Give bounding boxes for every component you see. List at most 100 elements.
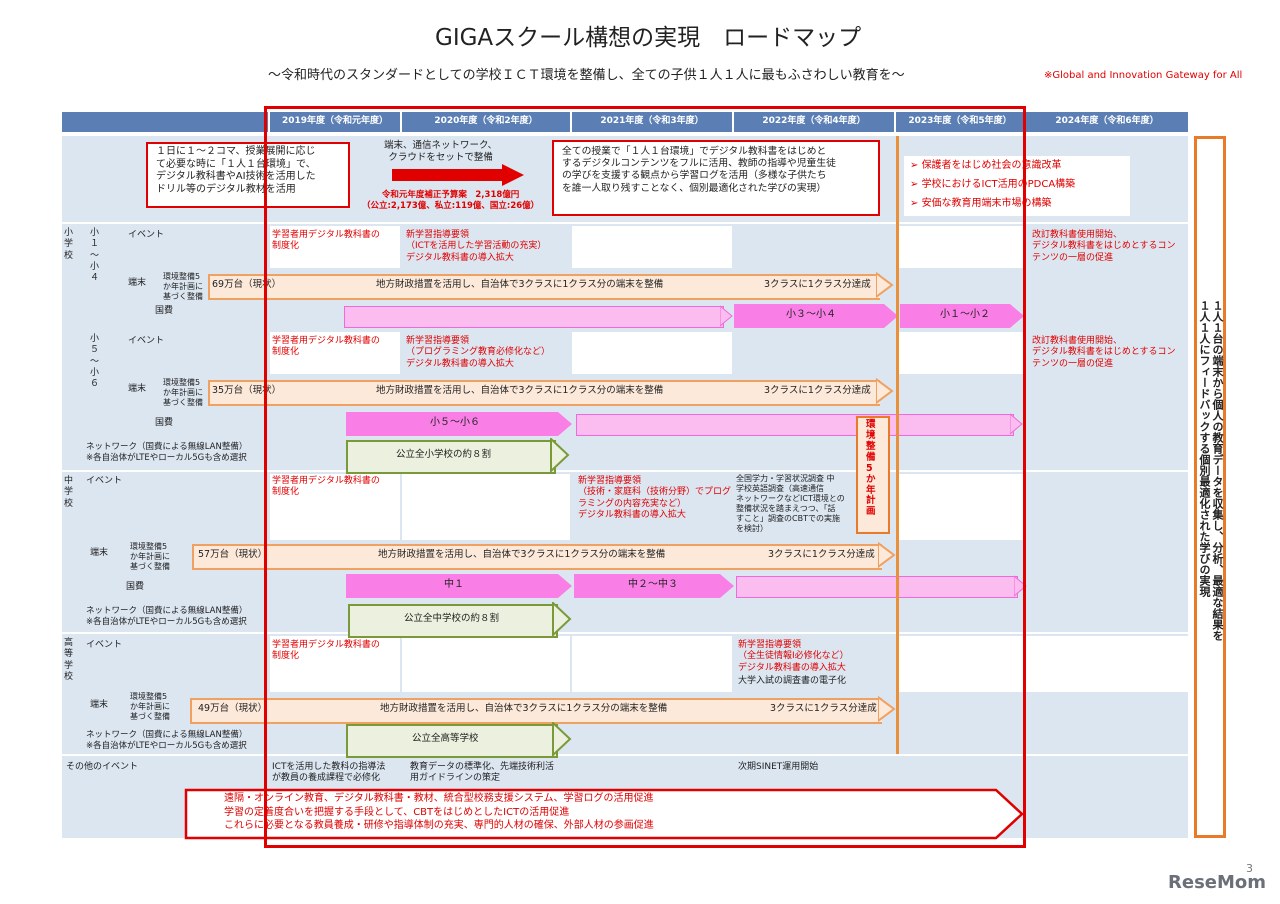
year-2022: 2022年度（令和4年度） [734, 112, 894, 132]
kokuhi-arrow-s12 [900, 304, 1010, 328]
kokuhi-arrow-head [720, 305, 733, 327]
bottom-arrow-box [184, 788, 1024, 840]
label-plan: 環境整備5 か年計画に 基づく整備 [163, 272, 203, 301]
kokuhi-arrow-head [720, 574, 734, 598]
grid-cell [896, 636, 1024, 692]
grid-cell [572, 636, 732, 692]
grid-cell [896, 474, 1024, 540]
label-plan: 環境整備5 か年計画に 基づく整備 [130, 692, 170, 721]
network-elem-text: 公立全小学校の約８割 [396, 449, 492, 460]
page-title: GIGAスクール構想の実現 ロードマップ [435, 25, 862, 51]
device-achieve: 3クラスに1クラス分達成 [764, 385, 871, 396]
grid-cell [896, 226, 1024, 268]
side-box [1194, 136, 1226, 838]
event-revise: 改訂教科書使用開始、 デジタル教科書をはじめとするコン テンツの一層の促進 [1032, 230, 1176, 263]
label-event: イベント [128, 230, 165, 240]
event-e14-2020: 新学習指導要領 （ICTを活用した学習活動の充実） デジタル教科書の導入拡大 [406, 230, 547, 263]
bottom-text: 遠隔・オンライン教育、デジタル教科書・教材、統合型校務支援システム、学習ログの活… [224, 793, 654, 831]
network-elem [346, 440, 556, 474]
event-revise-2: 改訂教科書使用開始、 デジタル教科書をはじめとするコン テンツの一層の促進 [1032, 336, 1176, 369]
year-2020: 2020年度（令和2年度） [402, 112, 570, 132]
device-achieve: 3クラスに1クラス分達成 [764, 279, 871, 290]
grid-cell [270, 474, 400, 540]
kokuhi-arrow-head [558, 574, 572, 598]
device-local: 地方財政措置を活用し、自治体で3クラスに1クラス分の端末を整備 [380, 703, 668, 714]
network-arrow-head [552, 602, 572, 636]
device-now: 35万台（現状） [212, 385, 282, 396]
grid-cell [572, 332, 732, 374]
top-box2-text: 全ての授業で「１人１台環境」でデジタル教科書をはじめと するデジタルコンテンツを… [562, 146, 836, 194]
kokuhi-arrow-head [884, 304, 898, 328]
event-dt: 学習者用デジタル教科書の 制度化 [272, 336, 380, 358]
kankyo-box [856, 416, 890, 534]
device-arrow-e56 [208, 380, 880, 406]
event-dt: 学習者用デジタル教科書の 制度化 [272, 476, 380, 498]
event-e56-2020: 新学習指導要領 （プログラミング教育必修化など） デジタル教科書の導入拡大 [406, 336, 551, 369]
label-network: ネットワーク（国費による無線LAN整備） ※各自治体がLTEやローカル5Gも含め… [86, 442, 248, 463]
grid-cell [402, 474, 570, 540]
resemom-logo: ReseMom [1168, 872, 1267, 893]
label-kokuhi: 国費 [126, 582, 145, 592]
kokuhi-arrow-c23 [574, 574, 720, 598]
label-kokuhi: 国費 [155, 418, 174, 428]
label-event: イベント [86, 640, 123, 650]
device-now: 49万台（現状） [198, 703, 268, 714]
label-elem56: 小 ５ ～ 小 ６ [90, 334, 100, 389]
label-device: 端末 [128, 384, 147, 394]
top-bullet-box [904, 156, 1130, 216]
year-2023: 2023年度（令和5年度） [896, 112, 1024, 132]
grid-cell [572, 226, 732, 268]
device-local: 地方財政措置を活用し、自治体で3クラスに1クラス分の端末を整備 [376, 279, 664, 290]
event-h2022b: 大学入試の調査書の電子化 [738, 676, 847, 686]
grid-cell [402, 636, 570, 692]
label-device: 端末 [128, 278, 147, 288]
top-box2 [552, 140, 880, 216]
event-j2021: 新学習指導要領 （技術・家庭科（技術分野）でプログ ラミングの内容充実など） デ… [578, 476, 732, 520]
kokuhi-s34: 小３～小４ [786, 309, 836, 320]
page-number: 3 [1246, 862, 1253, 875]
kankyo-text: 環 境 整 備 5 か 年 計 画 [866, 419, 876, 518]
event-o2022: 次期SINET運用開始 [738, 762, 819, 772]
year-2024: 2024年度（令和6年度） [1026, 112, 1188, 132]
label-plan: 環境整備5 か年計画に 基づく整備 [163, 378, 203, 407]
device-arrow-h [190, 698, 882, 724]
label-other: その他のイベント [66, 762, 139, 772]
bullet-3: ➢ 安価な教育用端末市場の構築 [910, 198, 1052, 209]
device-arrow-head [878, 696, 896, 722]
label-event: イベント [128, 336, 165, 346]
network-arrow-head [552, 722, 572, 756]
device-local: 地方財政措置を活用し、自治体で3クラスに1クラス分の端末を整備 [378, 549, 666, 560]
grid-cell [270, 226, 400, 268]
budget-text: 令和元年度補正予算案 2,318億円 （公立:2,173億、私立:119億、国立… [362, 190, 540, 211]
device-local: 地方財政措置を活用し、自治体で3クラスに1クラス分の端末を整備 [376, 385, 664, 396]
label-network: ネットワーク（国費による無線LAN整備） ※各自治体がLTEやローカル5Gも含め… [86, 730, 248, 751]
year-2019: 2019年度（令和元年度） [270, 112, 400, 132]
event-h2022: 新学習指導要領 （全生徒情報Ⅰ必修化など） デジタル教科書の導入拡大 [738, 640, 849, 673]
top-arrow-text: 端末、通信ネットワーク、 クラウドをセットで整備 [384, 140, 498, 163]
top-red-arrow [392, 164, 524, 186]
label-junior: 中 学 校 [64, 476, 74, 509]
device-arrow-j [192, 544, 882, 570]
bullet-1: ➢ 保護者をはじめ社会の意識改革 [910, 160, 1062, 171]
label-high: 高 等 学 校 [64, 638, 74, 682]
device-now: 57万台（現状） [198, 549, 268, 560]
event-o2020: 教育データの標準化、先端技術利活 用ガイドラインの策定 [410, 762, 555, 784]
label-device: 端末 [90, 700, 109, 710]
network-high-text: 公立全高等学校 [412, 733, 479, 744]
page-subtitle: ～令和時代のスタンダードとしての学校ＩＣＴ環境を整備し、全ての子供１人１人に最も… [268, 68, 905, 83]
device-arrow-head [876, 272, 894, 298]
grid-cell [1026, 636, 1188, 692]
kokuhi-arrow-s34 [734, 304, 884, 328]
kokuhi-arrow-head [1010, 304, 1024, 328]
grid-cell [270, 332, 400, 374]
label-network: ネットワーク（国費による無線LAN整備） ※各自治体がLTEやローカル5Gも含め… [86, 606, 248, 627]
label-event: イベント [86, 476, 123, 486]
device-achieve: 3クラスに1クラス分達成 [770, 703, 877, 714]
device-now: 69万台（現状） [212, 279, 282, 290]
network-arrow-head [550, 438, 570, 472]
kokuhi-arrow-head [558, 412, 572, 436]
kokuhi-c23: 中２～中３ [628, 579, 678, 590]
kokuhi-arrow-s56 [346, 412, 558, 436]
kokuhi-arrow-head [1010, 413, 1023, 435]
kokuhi-c1: 中１ [444, 579, 464, 590]
